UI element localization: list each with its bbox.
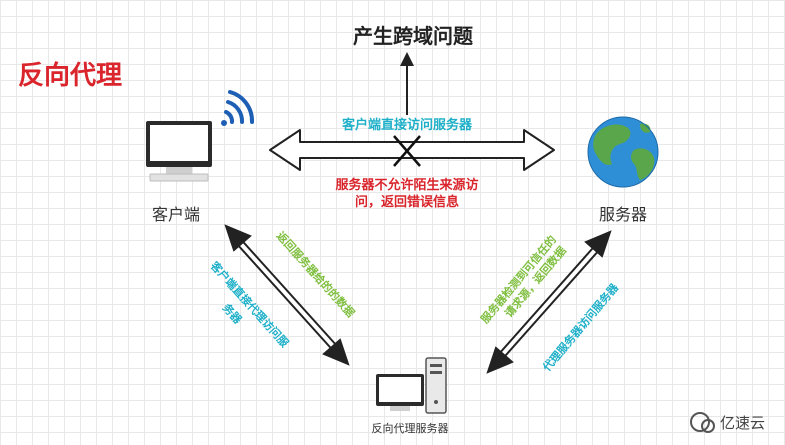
- watermark-text: 亿速云: [720, 415, 765, 432]
- cors-problem-label: 产生跨域问题: [353, 24, 474, 48]
- wifi-icon: [221, 90, 255, 126]
- client-via-proxy-label: 客户端直接代理访问服: [207, 258, 292, 351]
- server-label: 服务器: [599, 206, 647, 224]
- globe-icon: [587, 116, 659, 188]
- client-proxy-double-arrow: [224, 224, 350, 366]
- blocked-cross-icon: [393, 135, 421, 167]
- return-data-label: 返回服务器给的的数据: [274, 229, 358, 320]
- proxy-server-icon: [376, 357, 447, 414]
- page-title: 反向代理: [18, 60, 122, 90]
- reject-label-line1: 服务器不允许陌生来源访: [335, 177, 478, 192]
- client-label: 客户端: [152, 206, 200, 224]
- client-computer-icon: [146, 121, 212, 182]
- reject-label-line2: 问，返回错误信息: [355, 194, 459, 209]
- direct-access-label: 客户端直接访问服务器: [342, 117, 473, 132]
- client-server-double-arrow: [269, 129, 555, 171]
- up-arrow: [400, 52, 414, 115]
- proxy-label: 反向代理服务器: [372, 421, 449, 435]
- watermark-logo-icon: [690, 412, 715, 433]
- proxy-server-double-arrow: [486, 230, 612, 374]
